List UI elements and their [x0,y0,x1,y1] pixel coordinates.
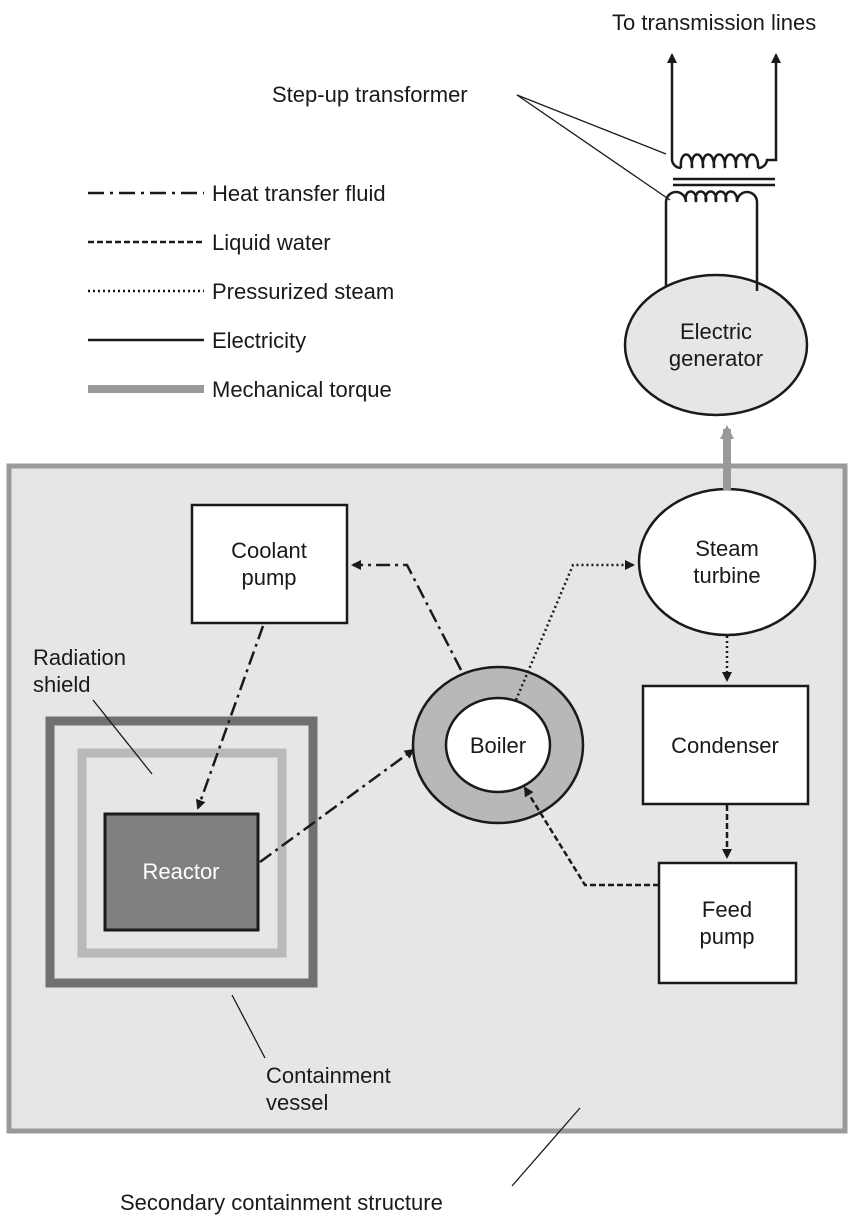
transmission-wire-right [757,53,781,170]
feed-pump-box [657,861,798,985]
secondary-containment-label: Secondary containment structure [120,1190,443,1215]
feed-pump-label-1: Feed [702,897,752,922]
radiation-shield-leader [92,699,153,775]
containment-vessel-label-1: Containment [266,1063,391,1088]
reactor-box [103,812,260,932]
coolant-pump-label-1: Coolant [231,538,307,563]
steam-turbine-label-2: turbine [693,563,760,588]
transformer-secondary-coil [679,153,760,169]
boiler-label: Boiler [470,733,526,758]
steam-turbine [637,487,817,637]
condenser-box [641,684,810,806]
transformer-label: Step-up transformer [272,82,468,107]
transmission-label: To transmission lines [612,10,816,35]
steam-turbine-label-1: Steam [695,536,759,561]
coolant-pump-box [190,503,349,625]
flow-boiler-to-turbine [514,560,635,701]
transmission-wire-left [667,53,682,170]
generator-wire-left [664,190,688,287]
flow-reactor-to-boiler [259,748,415,864]
flow-pump-to-reactor [195,625,265,810]
radiation-shield-label-1: Radiation [33,645,126,670]
condenser-label: Condenser [671,733,779,758]
reactor-label: Reactor [142,859,219,884]
electric-generator-label-2: generator [669,346,763,371]
radiation-shield-label-2: shield [33,672,90,697]
boiler-core [444,696,552,794]
radiation-shield [77,748,287,958]
transformer-leader-1 [516,94,667,155]
electric-generator-label-1: Electric [680,319,752,344]
legend-label-liquid-water: Liquid water [212,230,331,255]
transformer-primary-coil [684,190,739,203]
flow-boiler-to-pump [351,560,463,671]
coolant-pump-label-2: pump [241,565,296,590]
flow-feedpump-to-boiler [523,786,659,887]
secondary-containment-leader [511,1107,581,1187]
legend: Heat transfer fluid Liquid water Pressur… [88,181,394,402]
containment-vessel-label-2: vessel [266,1090,328,1115]
electric-generator [623,273,809,417]
legend-label-heat-transfer-fluid: Heat transfer fluid [212,181,386,206]
legend-label-pressurized-steam: Pressurized steam [212,279,394,304]
containment-vessel [45,716,318,988]
feed-pump-label-2: pump [699,924,754,949]
legend-label-electricity: Electricity [212,328,306,353]
transformer-leader-2 [516,94,671,201]
legend-label-mechanical-torque: Mechanical torque [212,377,392,402]
containment-vessel-leader [231,994,266,1059]
